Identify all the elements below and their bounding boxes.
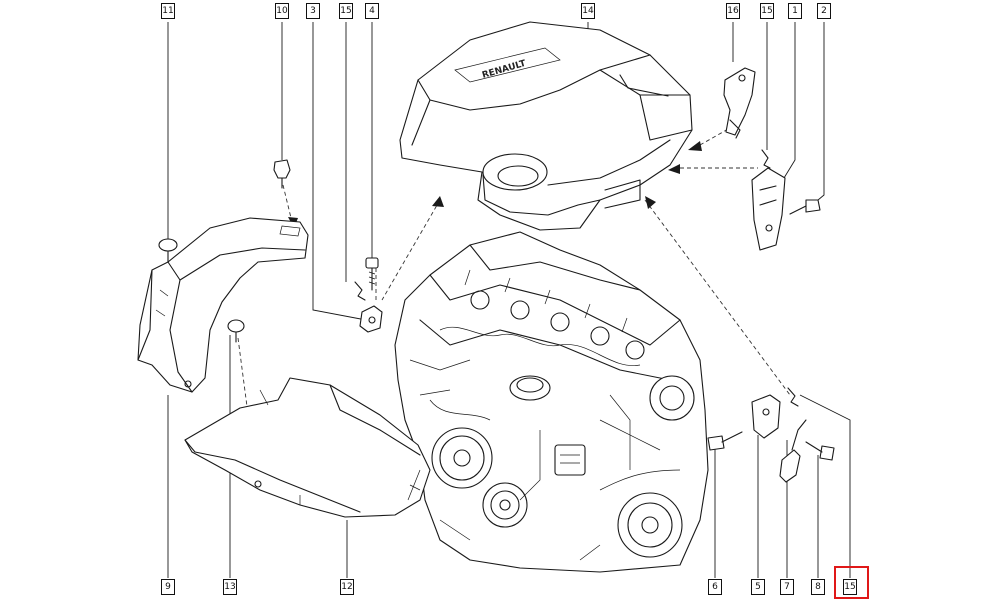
lower-cover-plate <box>184 377 431 518</box>
callout-3[interactable]: 3 <box>306 3 320 19</box>
clip-part-15c <box>787 387 799 407</box>
bolt-part-8 <box>805 441 835 461</box>
callout-16[interactable]: 16 <box>726 3 740 19</box>
callout-1[interactable]: 1 <box>788 3 802 19</box>
callout-15-top-right[interactable]: 15 <box>760 3 774 19</box>
callout-5[interactable]: 5 <box>751 579 765 595</box>
callout-2[interactable]: 2 <box>817 3 831 19</box>
sensor-bracket-16 <box>723 67 756 139</box>
clip-part-15a <box>354 281 366 301</box>
callout-10[interactable]: 10 <box>275 3 289 19</box>
callout-14[interactable]: 14 <box>581 3 595 19</box>
callout-13[interactable]: 13 <box>223 579 237 595</box>
clip-part-11 <box>158 238 178 263</box>
bolt-part-6 <box>707 431 743 451</box>
bracket-part-3 <box>359 305 383 333</box>
callout-4[interactable]: 4 <box>365 3 379 19</box>
callout-12[interactable]: 12 <box>340 579 354 595</box>
clip-part-15b <box>761 149 771 169</box>
callout-11[interactable]: 11 <box>161 3 175 19</box>
bolt-part-4 <box>365 257 379 291</box>
selected-callout-highlight <box>834 566 869 599</box>
callout-6[interactable]: 6 <box>708 579 722 595</box>
mount-bracket-5 <box>751 394 781 439</box>
oil-filler-cap <box>509 375 551 401</box>
callout-8[interactable]: 8 <box>811 579 825 595</box>
valve-cover-details <box>439 269 645 366</box>
sensor-part-7 <box>779 419 807 483</box>
mount-bracket-1 <box>751 167 786 251</box>
filter-housing <box>554 444 586 476</box>
callout-7[interactable]: 7 <box>780 579 794 595</box>
air-duct <box>137 217 309 393</box>
pulley-front <box>431 427 528 528</box>
engine-cover: RENAULT <box>399 21 693 231</box>
flywheel-right <box>617 375 695 558</box>
bolt-part-2 <box>789 199 821 215</box>
engine-block <box>394 231 709 573</box>
clip-part-10 <box>273 159 291 189</box>
callout-9[interactable]: 9 <box>161 579 175 595</box>
clip-part-13 <box>227 319 245 343</box>
callout-15-bottom[interactable]: 15 <box>843 579 857 595</box>
callout-15-top-left[interactable]: 15 <box>339 3 353 19</box>
